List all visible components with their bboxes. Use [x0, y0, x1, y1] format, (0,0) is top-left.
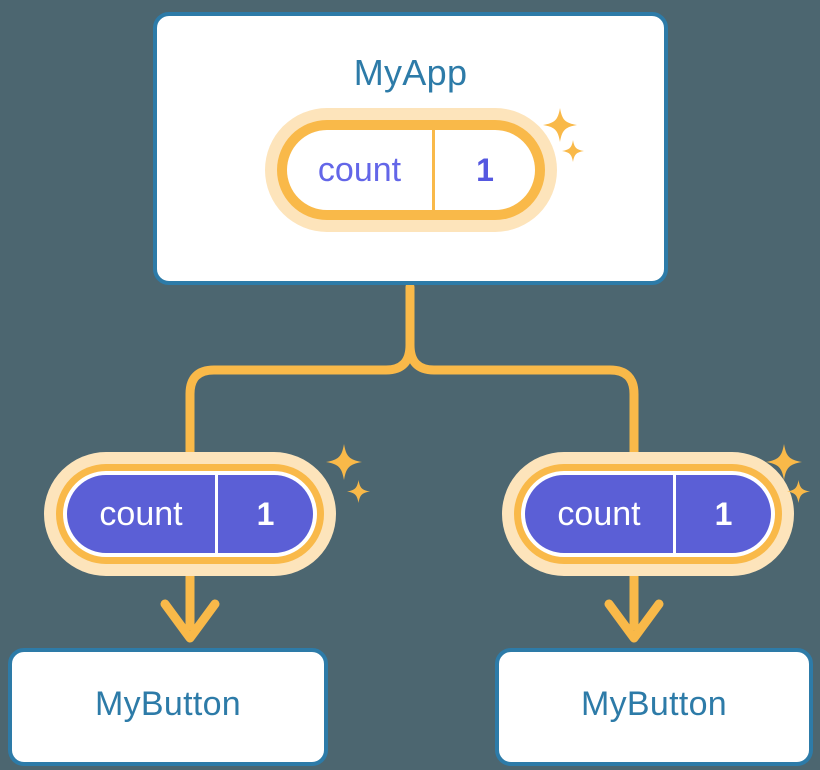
- sparkle-large-icon: [543, 108, 577, 142]
- state-key-label: count: [557, 494, 641, 533]
- component-card-mybutton-right[interactable]: MyButton: [495, 648, 813, 766]
- state-value-label: 1: [215, 475, 313, 553]
- sparkle-small-icon: [562, 140, 584, 162]
- state-pill-mybutton-right[interactable]: count 1: [502, 452, 794, 576]
- card-title-mybutton-left: MyButton: [94, 685, 242, 723]
- state-key-label: count: [317, 150, 402, 189]
- sparkle-small-icon: [347, 480, 370, 503]
- sparkle-large-icon: [326, 444, 362, 480]
- arrow-head-left: [160, 599, 220, 643]
- connector-right-branch: [405, 340, 639, 465]
- component-card-mybutton-left[interactable]: MyButton: [8, 648, 328, 766]
- state-pill-body: count 1: [521, 471, 775, 557]
- state-pill-myapp[interactable]: count 1: [265, 108, 557, 232]
- sparkle-large-icon: [766, 444, 802, 480]
- state-pill-body: count 1: [63, 471, 317, 557]
- state-pill-mybutton-left[interactable]: count 1: [44, 452, 336, 576]
- state-pill-body: count 1: [287, 130, 535, 210]
- state-key-label: count: [99, 494, 183, 533]
- state-value-label: 1: [432, 130, 535, 210]
- card-title-mybutton-right: MyButton: [580, 685, 728, 723]
- state-value-label: 1: [673, 475, 771, 553]
- connector-left-branch: [185, 282, 415, 465]
- card-title-myapp: MyApp: [353, 52, 468, 93]
- sparkle-small-icon: [787, 480, 810, 503]
- arrow-head-right: [604, 599, 664, 643]
- component-card-myapp[interactable]: MyApp: [153, 12, 668, 285]
